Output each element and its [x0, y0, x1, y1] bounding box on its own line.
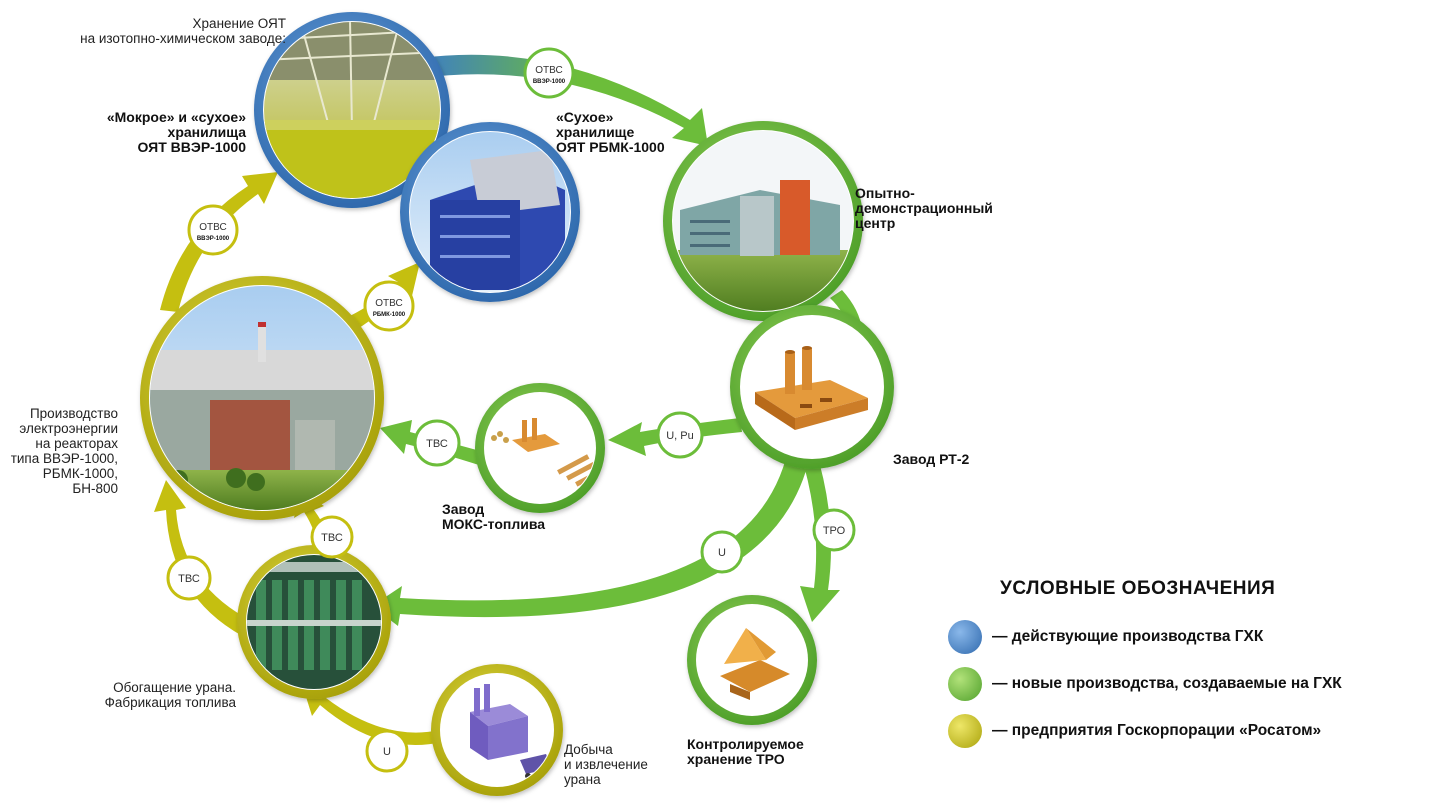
legend-title: УСЛОВНЫЕ ОБОЗНАЧЕНИЯ	[1000, 578, 1276, 599]
svg-text:ОТВС: ОТВС	[535, 65, 562, 76]
svg-text:ТВС: ТВС	[321, 532, 343, 544]
badge-tvs-left: ТВС	[166, 555, 212, 601]
svg-text:U: U	[383, 746, 391, 758]
label-mox-plant: Завод МОКС-топлива	[442, 501, 546, 532]
svg-text:U: U	[718, 547, 726, 559]
warehouse-photo-icon	[264, 22, 440, 198]
blue-building-icon	[410, 132, 570, 292]
badge-tro: ТРО	[812, 508, 856, 552]
arrow-rt2-to-enrichment	[372, 440, 812, 626]
svg-text:U, Pu: U, Pu	[666, 430, 694, 442]
legend-text-blue: — действующие производства ГХК	[992, 628, 1264, 645]
badge-otvs-top: ОТВС ВВЭР-1000	[523, 47, 575, 99]
label-mining: Добыча и извлечение урана	[564, 742, 648, 787]
svg-text:РБМК-1000: РБМК-1000	[373, 312, 406, 318]
svg-text:ВВЭР-1000: ВВЭР-1000	[533, 79, 566, 85]
label-power-generation: Производство электроэнергии на реакторах…	[10, 406, 118, 496]
svg-text:ТВС: ТВС	[178, 573, 200, 585]
label-wet-dry-storage: «Мокрое» и «сухое» хранилища ОЯТ ВВЭР-10…	[106, 109, 246, 155]
badge-u-mining: U	[365, 729, 409, 773]
label-dry-rbmk-storage: «Сухое» хранилище ОЯТ РБМК-1000	[556, 109, 665, 155]
label-pilot-center: Опытно- демонстрационный центр	[855, 185, 993, 231]
legend-dot-blue-icon	[948, 620, 982, 654]
arrow-station-to-storage	[160, 172, 278, 312]
label-enrichment: Обогащение урана. Фабрикация топлива	[104, 680, 236, 710]
label-storage-header: Хранение ОЯТ на изотопно-химическом заво…	[80, 16, 286, 46]
svg-text:ОТВС: ОТВС	[375, 298, 402, 309]
svg-text:ТРО: ТРО	[823, 525, 846, 537]
legend-text-green: — новые производства, создаваемые на ГХК	[992, 675, 1342, 692]
badge-tvs-mox: ТВС	[413, 419, 461, 467]
legend-dot-green-icon	[948, 667, 982, 701]
svg-text:ТВС: ТВС	[426, 438, 448, 450]
badge-u-big: U	[700, 530, 744, 574]
waste-storage-icon	[720, 628, 790, 700]
svg-text:ВВЭР-1000: ВВЭР-1000	[197, 236, 230, 242]
badge-tvs-enrich-up: ТВС	[310, 515, 354, 559]
legend-item-green: — новые производства, создаваемые на ГХК	[948, 666, 1342, 702]
badge-otvs-left: ОТВС ВВЭР-1000	[187, 204, 239, 256]
legend-item-olive: — предприятия Госкорпорации «Росатом»	[948, 713, 1321, 749]
badge-otvs-mid: ОТВС РБМК-1000	[363, 280, 415, 332]
office-building-icon	[673, 131, 853, 311]
legend-text-olive: — предприятия Госкорпорации «Росатом»	[992, 722, 1322, 739]
plant-icon	[755, 346, 868, 430]
label-rt2-plant: Завод РТ-2	[893, 451, 970, 467]
centrifuges-icon	[247, 555, 381, 689]
legend-dot-olive-icon	[948, 714, 982, 748]
badge-u-pu: U, Pu	[656, 411, 704, 459]
label-tro-storage: Контролируемое хранение ТРО	[687, 736, 804, 767]
nuclear-station-icon	[150, 286, 374, 510]
svg-text:ОТВС: ОТВС	[199, 222, 226, 233]
legend-item-blue: — действующие производства ГХК	[948, 619, 1263, 655]
